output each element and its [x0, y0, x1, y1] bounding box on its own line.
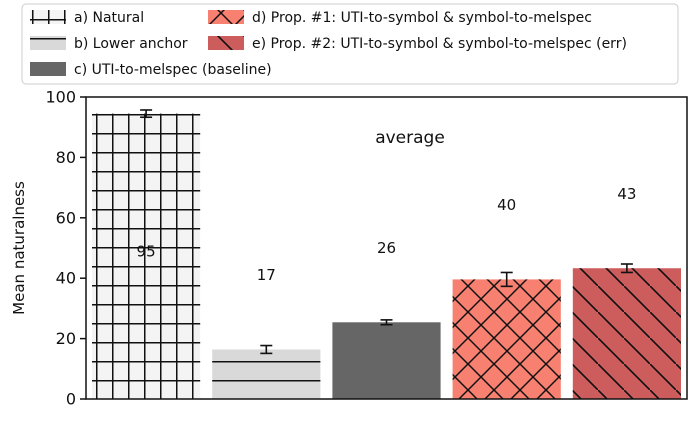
value-label-2: 17	[257, 266, 276, 284]
y-axis-label: Mean naturalness	[10, 181, 28, 315]
bar-3	[332, 322, 441, 399]
error-bars	[140, 109, 633, 355]
legend-frame	[21, 3, 679, 85]
bar-hatch-2	[212, 349, 321, 399]
value-label-4: 40	[497, 196, 516, 214]
y-tick-label-1: 20	[56, 329, 76, 348]
y-axis: 0 20 40 60 80 100	[45, 88, 86, 409]
bars	[92, 113, 681, 399]
bar-hatch-5	[572, 268, 681, 399]
legend-swatch-3	[30, 62, 66, 76]
y-tick-label-5: 100	[45, 88, 76, 107]
plot-frame	[85, 96, 688, 400]
legend-label-1: a) Natural	[74, 10, 144, 26]
legend-label-2: b) Lower anchor	[74, 36, 188, 52]
legend-swatch-hatch-5	[208, 36, 244, 50]
legend-label-3: c) UTI-to-melspec (baseline)	[74, 62, 272, 78]
value-label-3: 26	[377, 239, 396, 257]
legend-swatch-hatch-2	[30, 36, 66, 50]
legend-swatch-hatch-4	[208, 10, 244, 24]
legend-label-4: d) Prop. #1: UTI-to-symbol & symbol-to-m…	[252, 10, 592, 26]
legend: a) Natural b) Lower anchor c) UTI-to-melsp…	[21, 3, 679, 85]
y-tick-label-4: 80	[56, 148, 76, 167]
value-labels: 95 17 26 40 43	[137, 185, 637, 284]
value-label-5: 43	[617, 185, 636, 203]
y-tick-label-0: 0	[66, 390, 76, 409]
legend-label-5: e) Prop. #2: UTI-to-symbol & symbol-to-m…	[252, 36, 627, 52]
bar-hatch-4	[452, 279, 561, 399]
y-tick-label-3: 60	[56, 208, 76, 227]
legend-swatch-hatch-1	[30, 10, 66, 24]
chart-annotation: average	[375, 128, 445, 148]
value-label-1: 95	[137, 242, 156, 260]
bar-hatch-1	[92, 113, 201, 399]
y-tick-label-2: 40	[56, 269, 76, 288]
